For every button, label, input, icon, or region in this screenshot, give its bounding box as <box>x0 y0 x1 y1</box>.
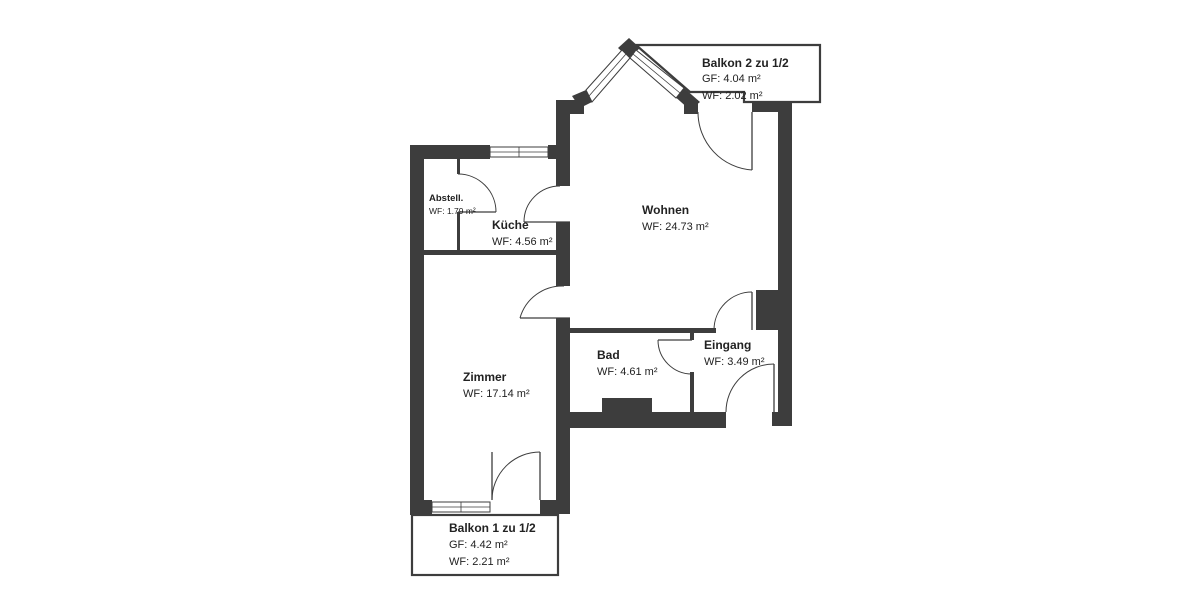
exterior-walls <box>410 38 792 515</box>
balkon-1-gf: GF: 4.42 m² <box>449 539 508 551</box>
wohnen-area: WF: 24.73 m² <box>642 221 709 233</box>
label-abstell: Abstell. WF: 1.79 m² <box>429 193 476 216</box>
door-zimmer <box>519 285 570 319</box>
window-bay-left <box>585 49 631 103</box>
door-bad <box>657 339 693 375</box>
label-balkon-1: Balkon 1 zu 1/2 GF: 4.42 m² WF: 2.21 m² <box>449 521 536 568</box>
balkon-2-name: Balkon 2 zu 1/2 <box>702 56 789 70</box>
kueche-name: Küche <box>492 218 529 232</box>
door-entrance <box>725 363 775 414</box>
balcony-1-outline <box>410 513 560 577</box>
door-zimmer-balcony <box>491 451 541 501</box>
door-abstell <box>457 173 497 213</box>
balkon-2-gf: GF: 4.04 m² <box>702 73 761 85</box>
abstell-name: Abstell. <box>429 193 463 204</box>
zimmer-area: WF: 17.14 m² <box>463 388 530 400</box>
bad-area: WF: 4.61 m² <box>597 366 658 378</box>
window-zimmer-balcony <box>431 501 491 513</box>
eingang-name: Eingang <box>704 338 751 352</box>
interior-walls <box>424 159 716 414</box>
label-bad: Bad WF: 4.61 m² <box>597 348 658 378</box>
bad-name: Bad <box>597 348 620 362</box>
balkon-2-wf: WF: 2.02 m² <box>702 90 763 102</box>
door-balcony-2 <box>697 111 753 171</box>
label-kueche: Küche WF: 4.56 m² <box>492 218 553 248</box>
door-kitchen <box>523 185 570 223</box>
kueche-area: WF: 4.56 m² <box>492 236 553 248</box>
window-bay-right <box>629 49 685 99</box>
eingang-area: WF: 3.49 m² <box>704 356 765 368</box>
wohnen-name: Wohnen <box>642 203 689 217</box>
label-zimmer: Zimmer WF: 17.14 m² <box>463 370 530 400</box>
balcony-2-outline <box>633 43 822 104</box>
balkon-1-wf: WF: 2.21 m² <box>449 556 510 568</box>
label-balkon-2: Balkon 2 zu 1/2 GF: 4.04 m² WF: 2.02 m² <box>702 56 789 102</box>
zimmer-name: Zimmer <box>463 370 507 384</box>
balkon-1-name: Balkon 1 zu 1/2 <box>449 521 536 535</box>
label-wohnen: Wohnen WF: 24.73 m² <box>642 203 709 233</box>
window-kitchen <box>489 146 549 158</box>
label-eingang: Eingang WF: 3.49 m² <box>704 338 765 368</box>
door-eingang-internal <box>713 291 753 331</box>
abstell-area: WF: 1.79 m² <box>429 206 476 216</box>
